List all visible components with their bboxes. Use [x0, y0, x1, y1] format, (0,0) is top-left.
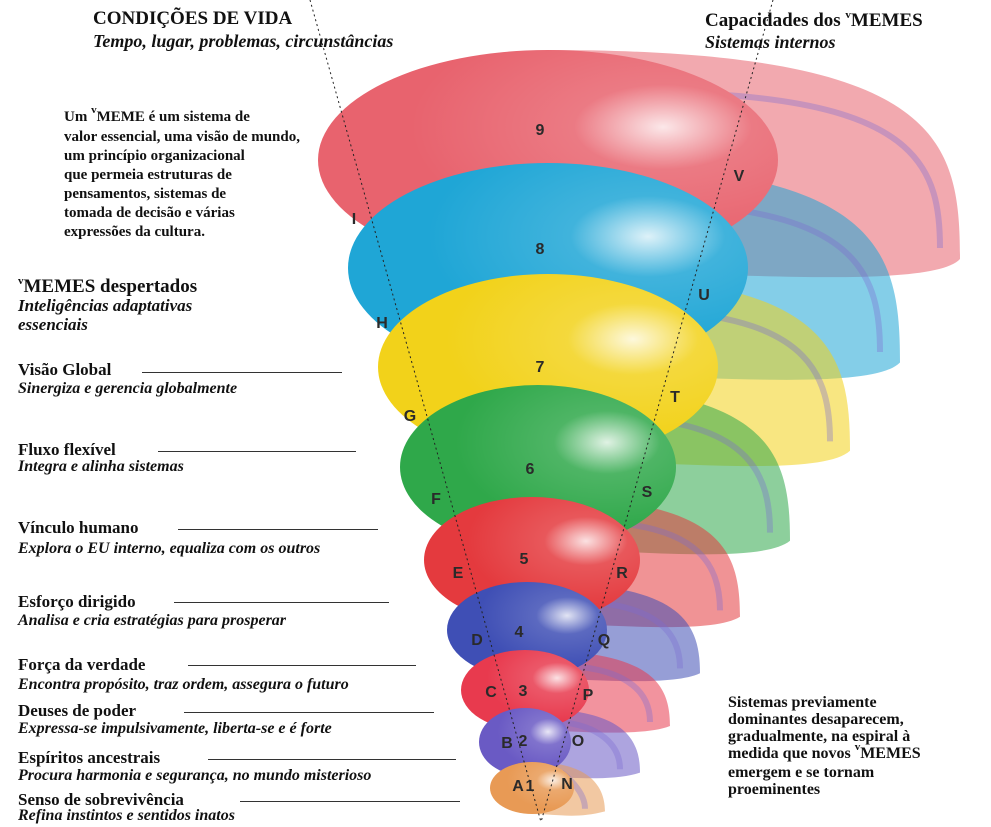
left-capacity-letter: B: [501, 735, 513, 752]
level-desc-directed-effort: Analisa e cria estratégias para prospera…: [18, 612, 286, 630]
level-number: 1: [526, 778, 535, 795]
level-number: 5: [520, 551, 529, 568]
level-desc-human-bond: Explora o EU interno, equaliza com os ou…: [18, 540, 320, 558]
footer-line4-suffix: MEMES: [860, 745, 920, 762]
capacities-title-prefix: Capacidades dos: [705, 10, 845, 31]
level-number: 2: [519, 733, 528, 750]
right-capacity-letter: O: [572, 733, 584, 750]
left-capacity-letter: H: [376, 315, 388, 332]
level-name-ancestral-spirits: Espíritos ancestrais: [18, 748, 160, 768]
definition-prefix: Um: [64, 109, 91, 125]
awakened-title-text: MEMES despertados: [24, 276, 198, 297]
level-name-flexible-flow: Fluxo flexível: [18, 440, 116, 460]
level-number: 6: [526, 461, 535, 478]
life-conditions-title: CONDIÇÕES DE VIDA: [93, 8, 292, 30]
capacities-title-suffix: MEMES: [851, 10, 923, 31]
right-capacity-letter: S: [642, 484, 653, 501]
footer-line: emergem e se tornam: [728, 764, 921, 781]
awakened-title: vMEMES despertados: [18, 276, 197, 298]
level-number: 9: [536, 122, 545, 139]
awakened-subtitle-line: Inteligências adaptativas: [18, 296, 192, 315]
level-rule: [142, 372, 342, 373]
life-conditions-subtitle: Tempo, lugar, problemas, circunstâncias: [93, 31, 393, 52]
level-rule: [158, 451, 356, 452]
left-capacity-letter: G: [404, 408, 416, 425]
definition-suffix: MEME é um sistema de: [97, 109, 250, 125]
right-capacity-letter: V: [734, 168, 745, 185]
definition-line: um princípio organizacional: [64, 147, 300, 166]
footer-line: proeminentes: [728, 781, 921, 798]
definition-line: pensamentos, sistemas de: [64, 185, 300, 204]
footer-note: Sistemas previamente dominantes desapare…: [728, 694, 921, 798]
level-desc-global-view: Sinergiza e gerencia globalmente: [18, 380, 237, 398]
right-capacity-letter: U: [698, 287, 710, 304]
level-name-directed-effort: Esforço dirigido: [18, 592, 136, 612]
capacities-title: Capacidades dos vMEMES: [705, 10, 923, 32]
footer-line: gradualmente, na espiral à: [728, 728, 921, 745]
capacities-subtitle: Sistemas internos: [705, 32, 836, 53]
level-desc-flexible-flow: Integra e alinha sistemas: [18, 458, 184, 476]
level-name-global-view: Visão Global: [18, 360, 111, 380]
footer-line: medida que novos vMEMES: [728, 745, 921, 764]
right-capacity-letter: N: [561, 776, 573, 793]
definition-line: valor essencial, uma visão de mundo,: [64, 128, 300, 147]
awakened-sup: v: [18, 275, 24, 287]
level-rule: [178, 529, 378, 530]
level-desc-power-gods: Expressa-se impulsivamente, liberta-se e…: [18, 720, 332, 738]
right-capacity-letter: R: [616, 565, 628, 582]
right-capacity-letter: T: [670, 389, 680, 406]
level-name-power-gods: Deuses de poder: [18, 701, 136, 721]
level-rule: [184, 712, 434, 713]
level-name-truth-force: Força da verdade: [18, 655, 145, 675]
level-rule: [240, 801, 460, 802]
left-capacity-letter: E: [453, 565, 464, 582]
level-desc-survival-sense: Refina instintos e sentidos inatos: [18, 807, 235, 825]
footer-line: dominantes desaparecem,: [728, 711, 921, 728]
level-desc-ancestral-spirits: Procura harmonia e segurança, no mundo m…: [18, 767, 371, 785]
level-number: 3: [519, 683, 528, 700]
level-name-human-bond: Vínculo humano: [18, 518, 138, 538]
footer-line: Sistemas previamente: [728, 694, 921, 711]
meme-definition: Um vMEME é um sistema de valor essencial…: [64, 108, 300, 242]
level-rule: [174, 602, 389, 603]
definition-line-1: Um vMEME é um sistema de: [64, 108, 300, 128]
definition-sup: v: [91, 104, 97, 116]
level-rule: [208, 759, 456, 760]
level-number: 4: [515, 624, 524, 641]
footer-line4-sup: v: [855, 741, 861, 753]
level-number: 7: [536, 359, 545, 376]
definition-line: expressões da cultura.: [64, 223, 300, 242]
left-capacity-letter: I: [352, 211, 356, 228]
definition-line: que permeia estruturas de: [64, 166, 300, 185]
left-capacity-letter: A: [512, 778, 524, 795]
footer-line4-prefix: medida que novos: [728, 745, 855, 762]
level-desc-truth-force: Encontra propósito, traz ordem, assegura…: [18, 676, 349, 694]
awakened-subtitle: Inteligências adaptativas essenciais: [18, 296, 192, 334]
left-capacity-letter: F: [431, 491, 441, 508]
definition-line: tomada de decisão e várias: [64, 204, 300, 223]
left-capacity-letter: C: [485, 684, 497, 701]
capacities-title-sup: v: [845, 9, 851, 21]
level-rule: [188, 665, 416, 666]
right-capacity-letter: Q: [598, 632, 610, 649]
right-capacity-letter: P: [583, 687, 594, 704]
level-number: 8: [536, 241, 545, 258]
awakened-subtitle-line: essenciais: [18, 315, 192, 334]
left-capacity-letter: D: [471, 632, 483, 649]
